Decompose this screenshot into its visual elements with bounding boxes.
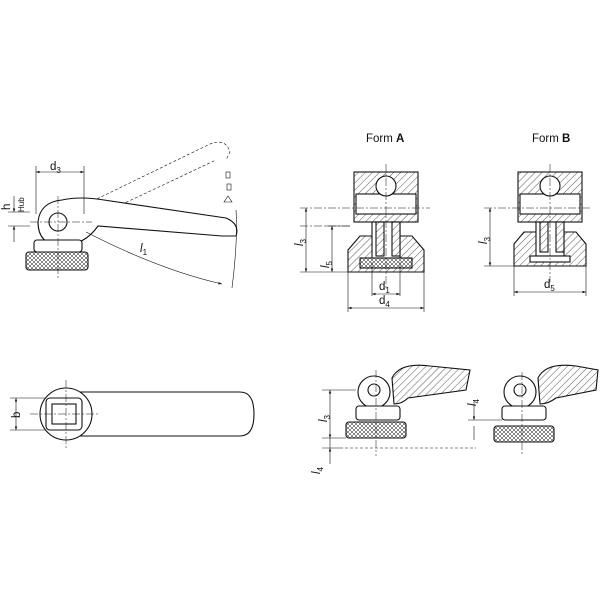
dim-d3-label: d3 — [50, 161, 61, 175]
swing-direction-icon — [223, 171, 233, 203]
detail-b-dim-l4: l4 — [467, 398, 481, 406]
form-b-dim-l3: l3 — [478, 236, 492, 244]
dim-l1-label: l1 — [140, 243, 148, 257]
form-a-dim-d4: d4 — [379, 295, 390, 309]
dim-hub-label: Hub — [17, 197, 26, 212]
form-b-dim-d5: d5 — [544, 279, 555, 293]
form-b-title: Form B — [532, 133, 570, 145]
form-b-detail: l4 — [467, 364, 599, 456]
form-a-dim-l5: l5 — [320, 260, 334, 268]
lever-top-view: b — [10, 380, 255, 450]
form-a-detail: l3 l4 — [311, 364, 476, 474]
dim-h-label: h — [1, 204, 13, 210]
form-a-dim-l3: l3 — [294, 238, 308, 246]
form-a-section: Form A l3 l5 d1 d4 — [294, 133, 430, 312]
lever-side-view: d3 h Hub l1 — [1, 141, 238, 289]
knurled-base — [25, 251, 89, 271]
form-a-title: Form A — [366, 133, 404, 145]
lever-arm — [37, 197, 238, 247]
dim-b-label: b — [11, 412, 23, 418]
form-b-section: Form B l3 d5 — [478, 133, 592, 296]
detail-a-dim-l3: l3 — [318, 414, 332, 422]
form-a-dim-d1: d1 — [379, 281, 390, 295]
lever-top-body — [65, 391, 255, 437]
detail-a-dim-l4: l4 — [311, 466, 325, 474]
